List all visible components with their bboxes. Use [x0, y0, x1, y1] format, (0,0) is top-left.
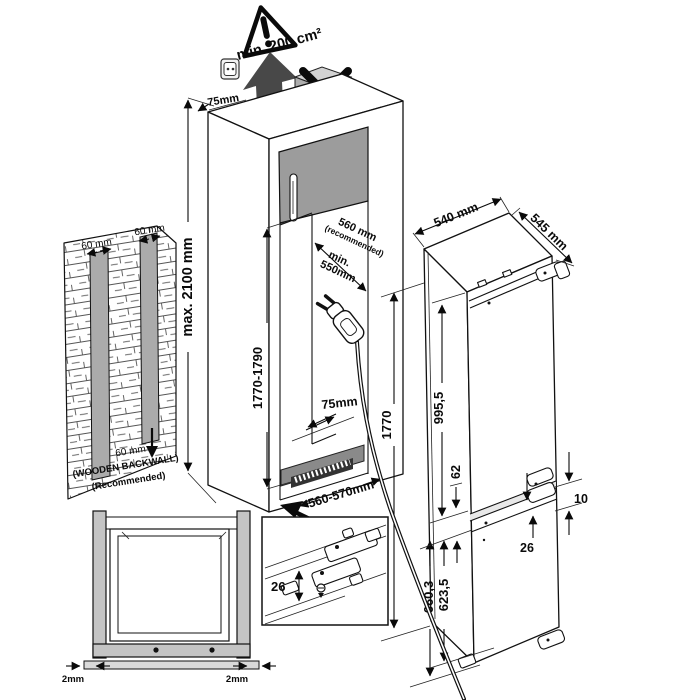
cabinet-side-face — [207, 111, 270, 513]
detail-upper-bracket — [324, 527, 382, 563]
fridge-height-label: 1770 — [379, 411, 394, 440]
strip-bottom-label: 60 mm — [115, 444, 147, 460]
plinth-gap-left-label: 2mm — [62, 674, 84, 685]
power-plug-icon — [315, 294, 365, 345]
power-socket-icon — [220, 58, 240, 80]
backwall-strip-left — [89, 249, 111, 481]
plinth-front-view: 2mm 2mm — [62, 510, 276, 685]
down-arrow-icon — [146, 446, 158, 458]
niche-interior-lines — [279, 201, 369, 501]
top-face-mark — [501, 269, 513, 278]
plinth-left-panel — [92, 510, 107, 659]
top-face-mark — [476, 279, 488, 288]
brick-wall — [63, 225, 177, 500]
fridge-front-face — [466, 255, 560, 664]
door-gap-label: 10 — [574, 492, 588, 506]
power-cable-core — [356, 341, 465, 700]
plinth-gap-left-dimension: 2mm — [62, 661, 110, 685]
warning-triangle-icon — [242, 5, 298, 59]
detail-lower-bracket — [280, 557, 364, 596]
backwall-strip-right — [139, 232, 160, 445]
door-gap-dimension: 10 — [554, 452, 588, 535]
wall-height-label: max. 2100 mm — [180, 237, 196, 336]
detail-leader-arrow-icon — [280, 501, 303, 518]
fridge — [423, 212, 571, 669]
niche-rear-gap-label: 75mm — [321, 394, 358, 412]
detail-hinge-offset-label: 26 — [271, 579, 285, 594]
hinge-detail-box: 26 — [261, 501, 389, 626]
strip-dimensions: 60 mm 60 mm 60 mm — [81, 223, 166, 460]
niche-height-label: 1770-1790 — [250, 347, 265, 409]
door-handle — [289, 173, 298, 222]
plinth-gap-right-label: 2mm — [226, 674, 248, 685]
vent-grille — [280, 444, 365, 488]
lower-height-inner-label: 623,5 — [436, 579, 451, 612]
divider-label: 62 — [449, 465, 463, 479]
screw-icon — [316, 583, 326, 598]
hinge-offset-dimension: 26 — [520, 473, 538, 555]
plinth-right-panel — [236, 510, 251, 659]
middle-hinge — [526, 467, 556, 503]
exclamation-icon — [260, 16, 270, 39]
fridge-width-label: 540 mm — [432, 200, 480, 230]
fridge-foot — [457, 653, 477, 669]
niche-height-dimension: 1770-1790 — [250, 220, 292, 490]
top-hinge — [535, 260, 571, 282]
upper-door-dimension: 995,5 — [429, 292, 469, 524]
divider-dimension: 62 — [449, 465, 463, 509]
fridge-height-dimension: 1770 — [379, 282, 431, 642]
bottom-hinge — [537, 629, 566, 650]
plinth-bottom-rail — [92, 643, 251, 658]
wall-height-dimension: max. 2100 mm — [180, 97, 217, 504]
airflow-arrow-icon — [243, 52, 297, 127]
hinge-offset-label: 26 — [520, 541, 534, 555]
plinth-base — [83, 660, 260, 670]
niche-rear-gap-dimension: 75mm — [291, 394, 358, 442]
upper-door-label: 995,5 — [431, 392, 446, 425]
plinth-gap-right-dimension: 2mm — [226, 661, 276, 685]
